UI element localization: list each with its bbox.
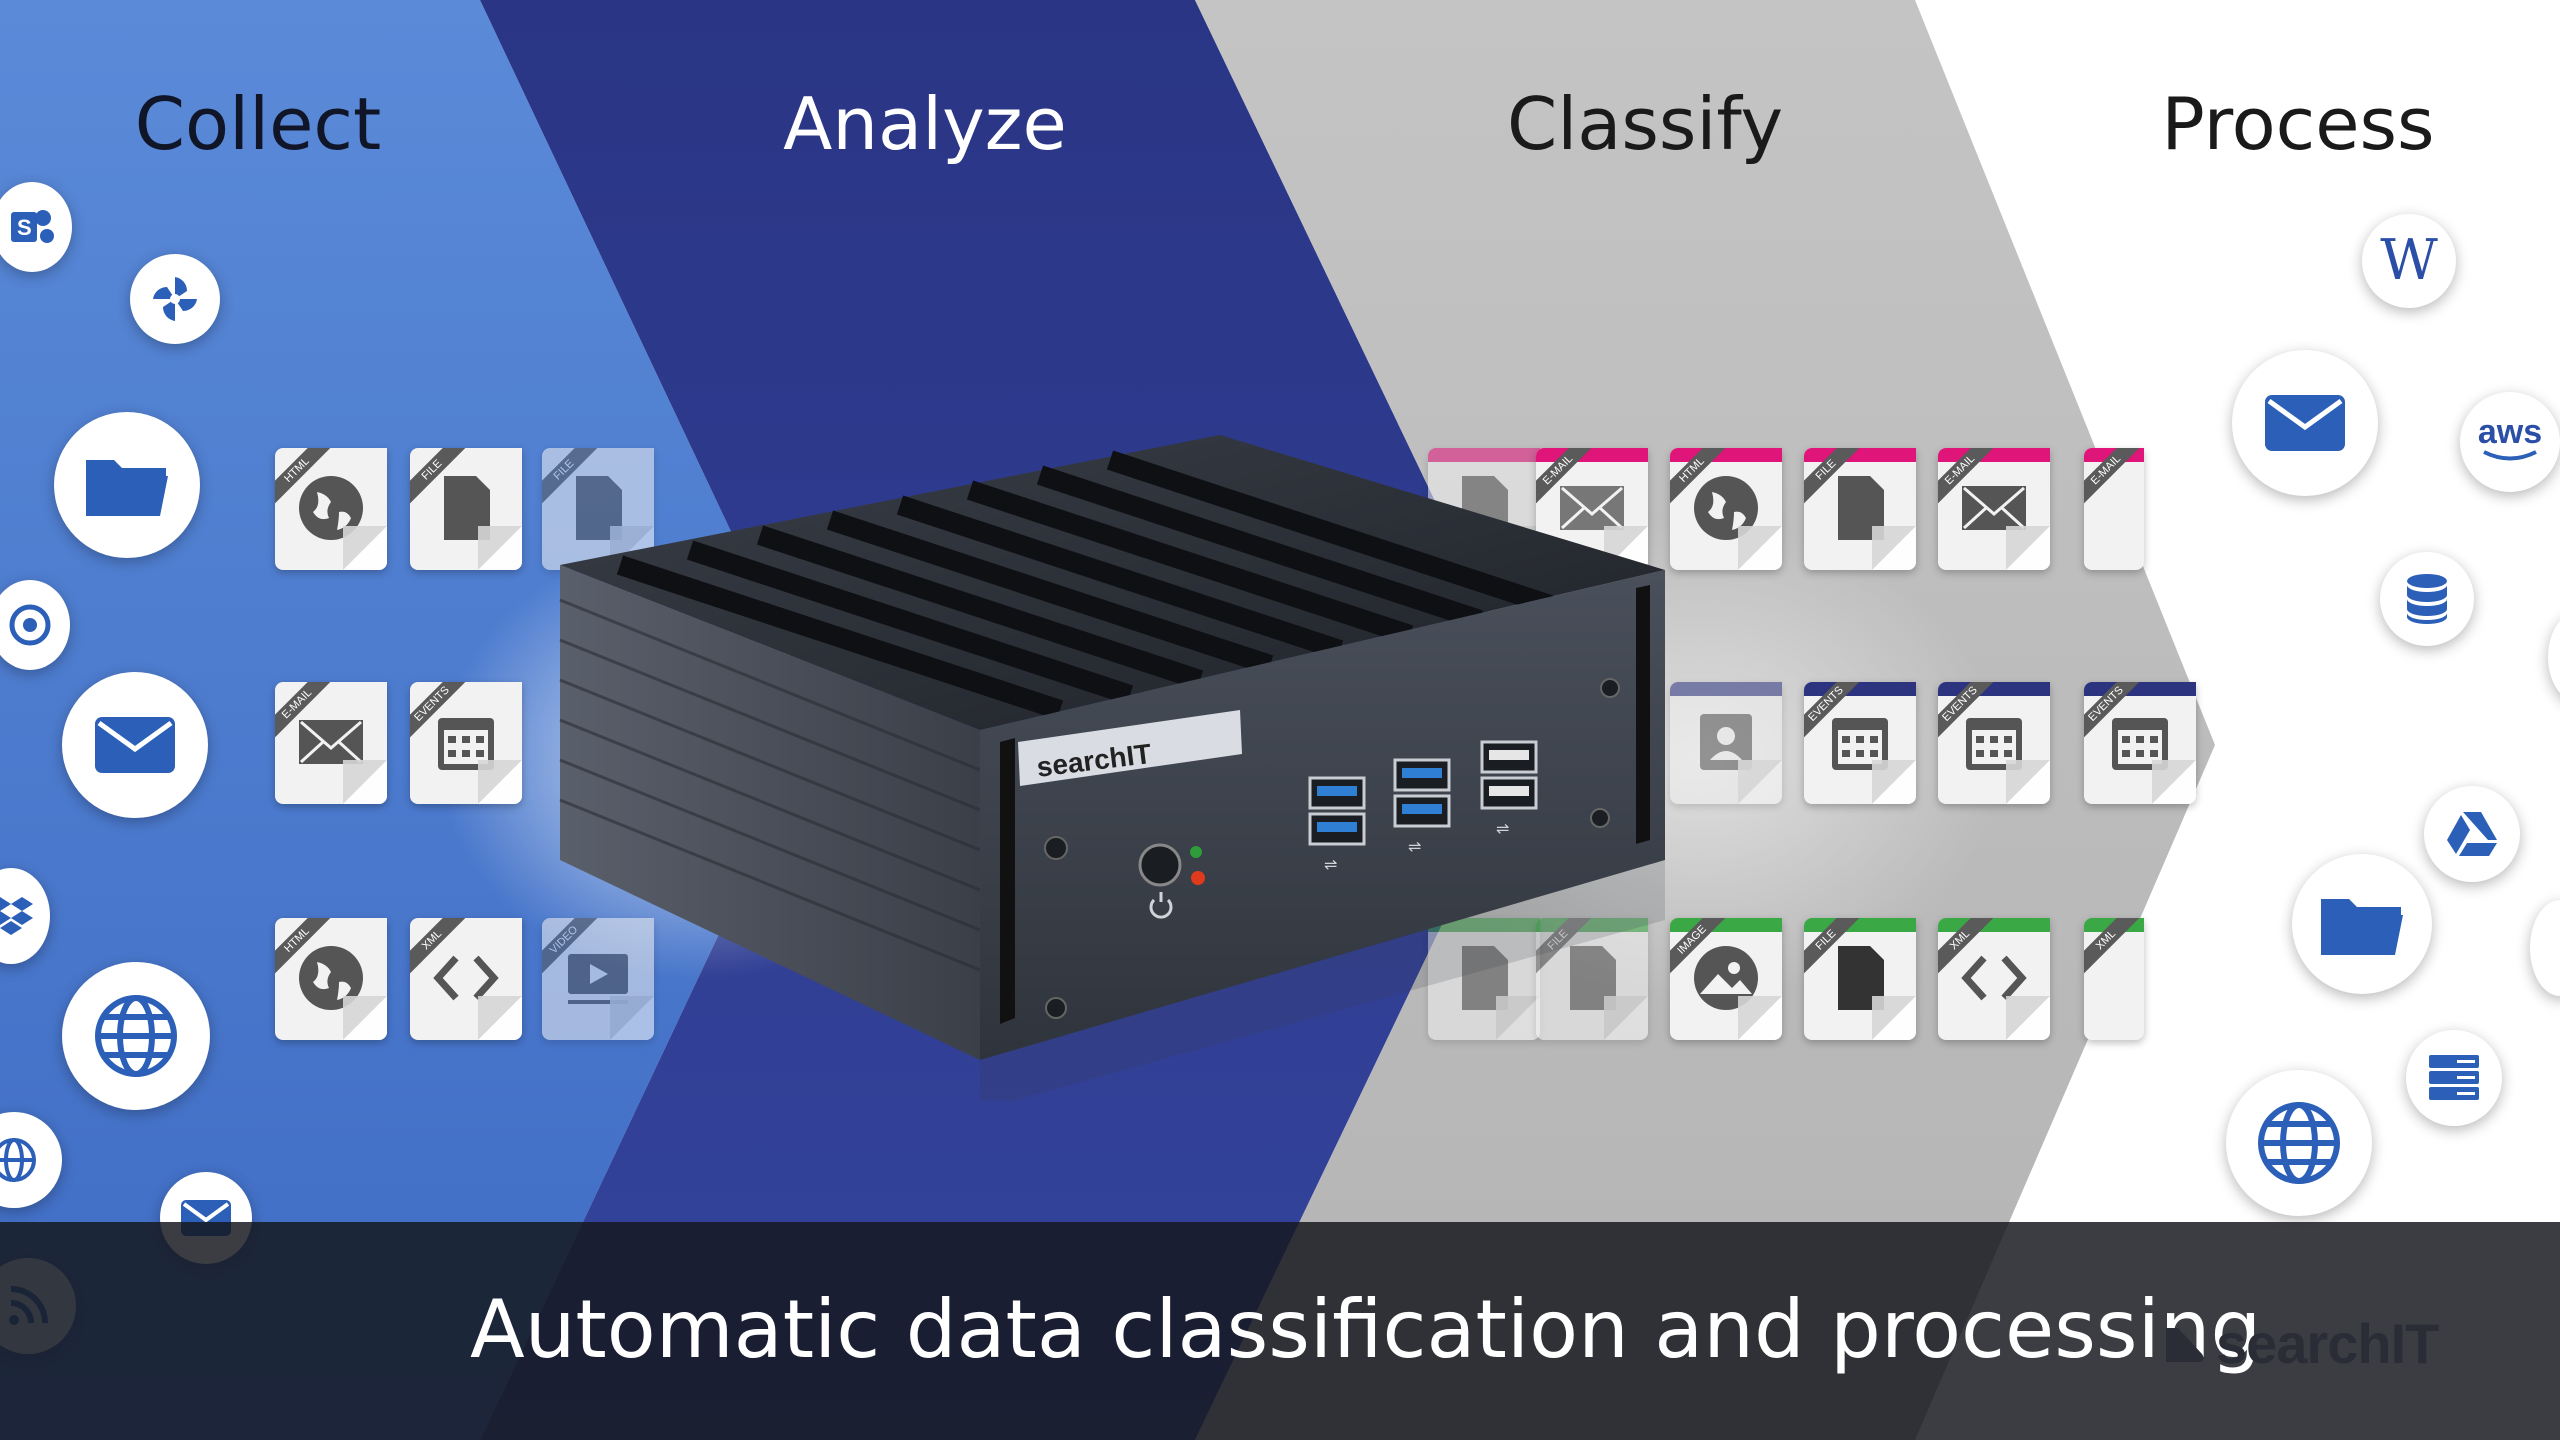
classified-file-tile: FILE (1804, 918, 1916, 1040)
folder-icon (54, 412, 200, 558)
file-tile: FILE (410, 448, 522, 570)
classified-xml-tile: XML (1938, 918, 2050, 1040)
classified-events-tile: EVENTS (1804, 682, 1916, 804)
wikipedia-icon: W (2362, 214, 2456, 308)
html-file-tile: HTML (275, 448, 387, 570)
email-file-tile: E-MAIL (275, 682, 387, 804)
svg-text:⇌: ⇌ (1324, 855, 1337, 874)
sharepoint-icon: S (0, 182, 72, 272)
video-file-tile: VIDEO (542, 918, 654, 1040)
classified-image-tile: IMAGE (1670, 918, 1782, 1040)
classified-file-tile (1428, 918, 1540, 1040)
svg-text:⇌: ⇌ (1496, 819, 1509, 838)
google-drive-icon (2424, 786, 2520, 882)
logo-mark-icon (2166, 1328, 2204, 1362)
process-email-icon (2232, 350, 2378, 496)
stage-title-classify: Classify (1506, 82, 1784, 166)
process-folder-icon (2292, 854, 2432, 994)
server-icon (2406, 1030, 2502, 1126)
aws-glyph: aws (2477, 413, 2543, 451)
classified-events-tile: EVENTS (2084, 682, 2196, 804)
classified-file-tile: FILE (1804, 448, 1916, 570)
stage-title-analyze: Analyze (783, 82, 1067, 166)
database-icon (2380, 552, 2474, 646)
stage-title-collect: Collect (134, 82, 382, 166)
classified-contact-tile (1670, 682, 1782, 804)
email-icon (62, 672, 208, 818)
aws-icon: aws (2460, 392, 2560, 492)
process-globe-icon (2226, 1070, 2372, 1216)
globe-icon (62, 962, 210, 1110)
xml-file-tile: XML (410, 918, 522, 1040)
wikipedia-glyph: W (2380, 228, 2438, 293)
mini-pc-device: ⇌ ⇌ ⇌ (559, 435, 1665, 1100)
caption-text: Automatic data classification and proces… (470, 1283, 2262, 1376)
html-file-tile: HTML (275, 918, 387, 1040)
caption-bar (0, 1222, 2560, 1440)
events-file-tile: EVENTS (410, 682, 522, 804)
classified-file-tile: FILE (1536, 918, 1648, 1040)
logo-text: searchIT (2216, 1312, 2439, 1375)
pinwheel-app-icon (130, 254, 220, 344)
svg-text:S: S (17, 215, 32, 240)
classified-email-tile: E-MAIL (1938, 448, 2050, 570)
classified-email-tile-partial: E-MAIL (2084, 448, 2144, 570)
stage-title-process: Process (2161, 82, 2435, 166)
svg-text:⇌: ⇌ (1408, 837, 1421, 856)
brand-logo: searchIT (2162, 1312, 2439, 1375)
classified-html-tile: HTML (1670, 448, 1782, 570)
classified-xml-tile-partial: XML (2084, 918, 2144, 1040)
target-icon (0, 580, 70, 670)
classified-events-tile: EVENTS (1938, 682, 2050, 804)
